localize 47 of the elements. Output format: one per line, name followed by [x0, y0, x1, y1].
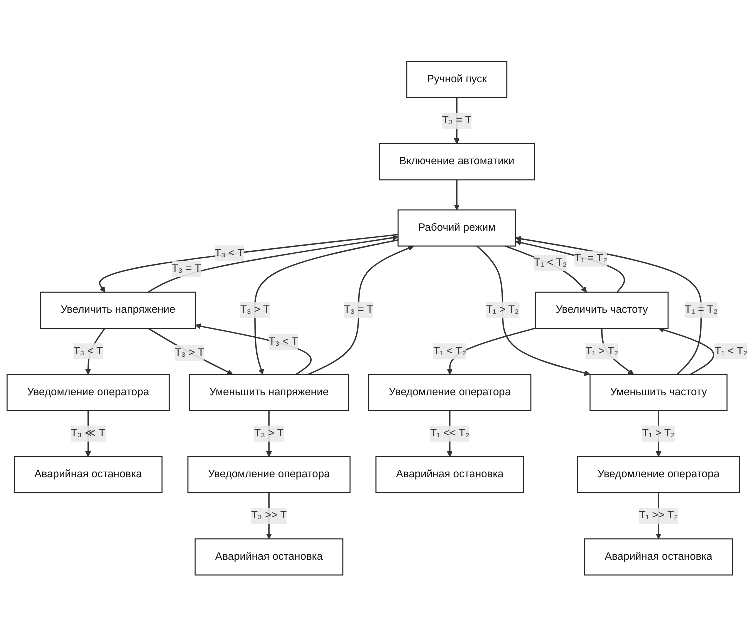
edge-label: T₁ < T₂: [434, 346, 466, 357]
node-box: Аварийная остановка: [376, 456, 524, 494]
edge-label: T₃ = T: [344, 304, 374, 316]
arrow: [148, 328, 234, 375]
arrow: [454, 180, 460, 210]
edge-label: T₃ >> T: [251, 510, 288, 522]
edge-label: T₃ > T: [240, 304, 270, 316]
node-box: Уменьшить частоту: [590, 374, 728, 412]
edge-label: T₁ << T₂: [430, 428, 470, 440]
node-box: Аварийная остановка: [14, 456, 163, 494]
edge-label: T₃ = T: [172, 263, 202, 275]
node-box: Уведомление оператора: [6, 374, 170, 412]
arrow: [148, 235, 399, 293]
node-box: Аварийная остановка: [584, 538, 734, 576]
edge-label: T₁ < T₂: [714, 346, 748, 357]
edge-label: T₁ > T₂: [586, 346, 619, 357]
edge-label: T₃ > T: [175, 347, 205, 358]
edge-label: T₁ > T₂: [642, 428, 676, 440]
arrow: [100, 234, 398, 293]
node-box: Уменьшить напряжение: [189, 374, 350, 412]
arrow: [254, 240, 398, 375]
edge-label: T₃ ≪ T: [71, 428, 106, 440]
edge-label: T₁ > T₂: [486, 304, 520, 316]
edge-label: T₃ > T: [254, 428, 284, 440]
arrow: [505, 246, 588, 293]
node-box: Ручной пуск: [406, 61, 508, 98]
node-box: Уведомление оператора: [368, 374, 532, 412]
edge-label: T₃ < T: [214, 248, 244, 259]
arrow: [476, 246, 591, 376]
node-box: Увеличить частоту: [535, 292, 669, 330]
edge-label: T₁ < T₂: [534, 257, 567, 268]
arrow: [516, 240, 626, 293]
node-box: Увеличить напряжение: [40, 292, 196, 330]
node-box: Уведомление оператора: [188, 456, 351, 494]
arrow: [308, 246, 414, 376]
node-box: Уведомление оператора: [577, 456, 740, 494]
edge-label: T₁ = T₂: [685, 304, 718, 316]
edge-label: T₃ < T: [268, 336, 298, 348]
edge-label: T₁ = T₂: [574, 252, 608, 264]
node-box: Рабочий режим: [398, 210, 516, 247]
edge-label: T₁ >> T₂: [639, 510, 678, 522]
node-box: Включение автоматики: [379, 144, 536, 181]
node-box: Аварийная остановка: [194, 538, 344, 576]
arrow: [658, 327, 714, 376]
edge-label: T₃ < T: [74, 346, 104, 357]
arrow: [195, 324, 312, 376]
edge-label: T₃ = T: [442, 114, 472, 126]
